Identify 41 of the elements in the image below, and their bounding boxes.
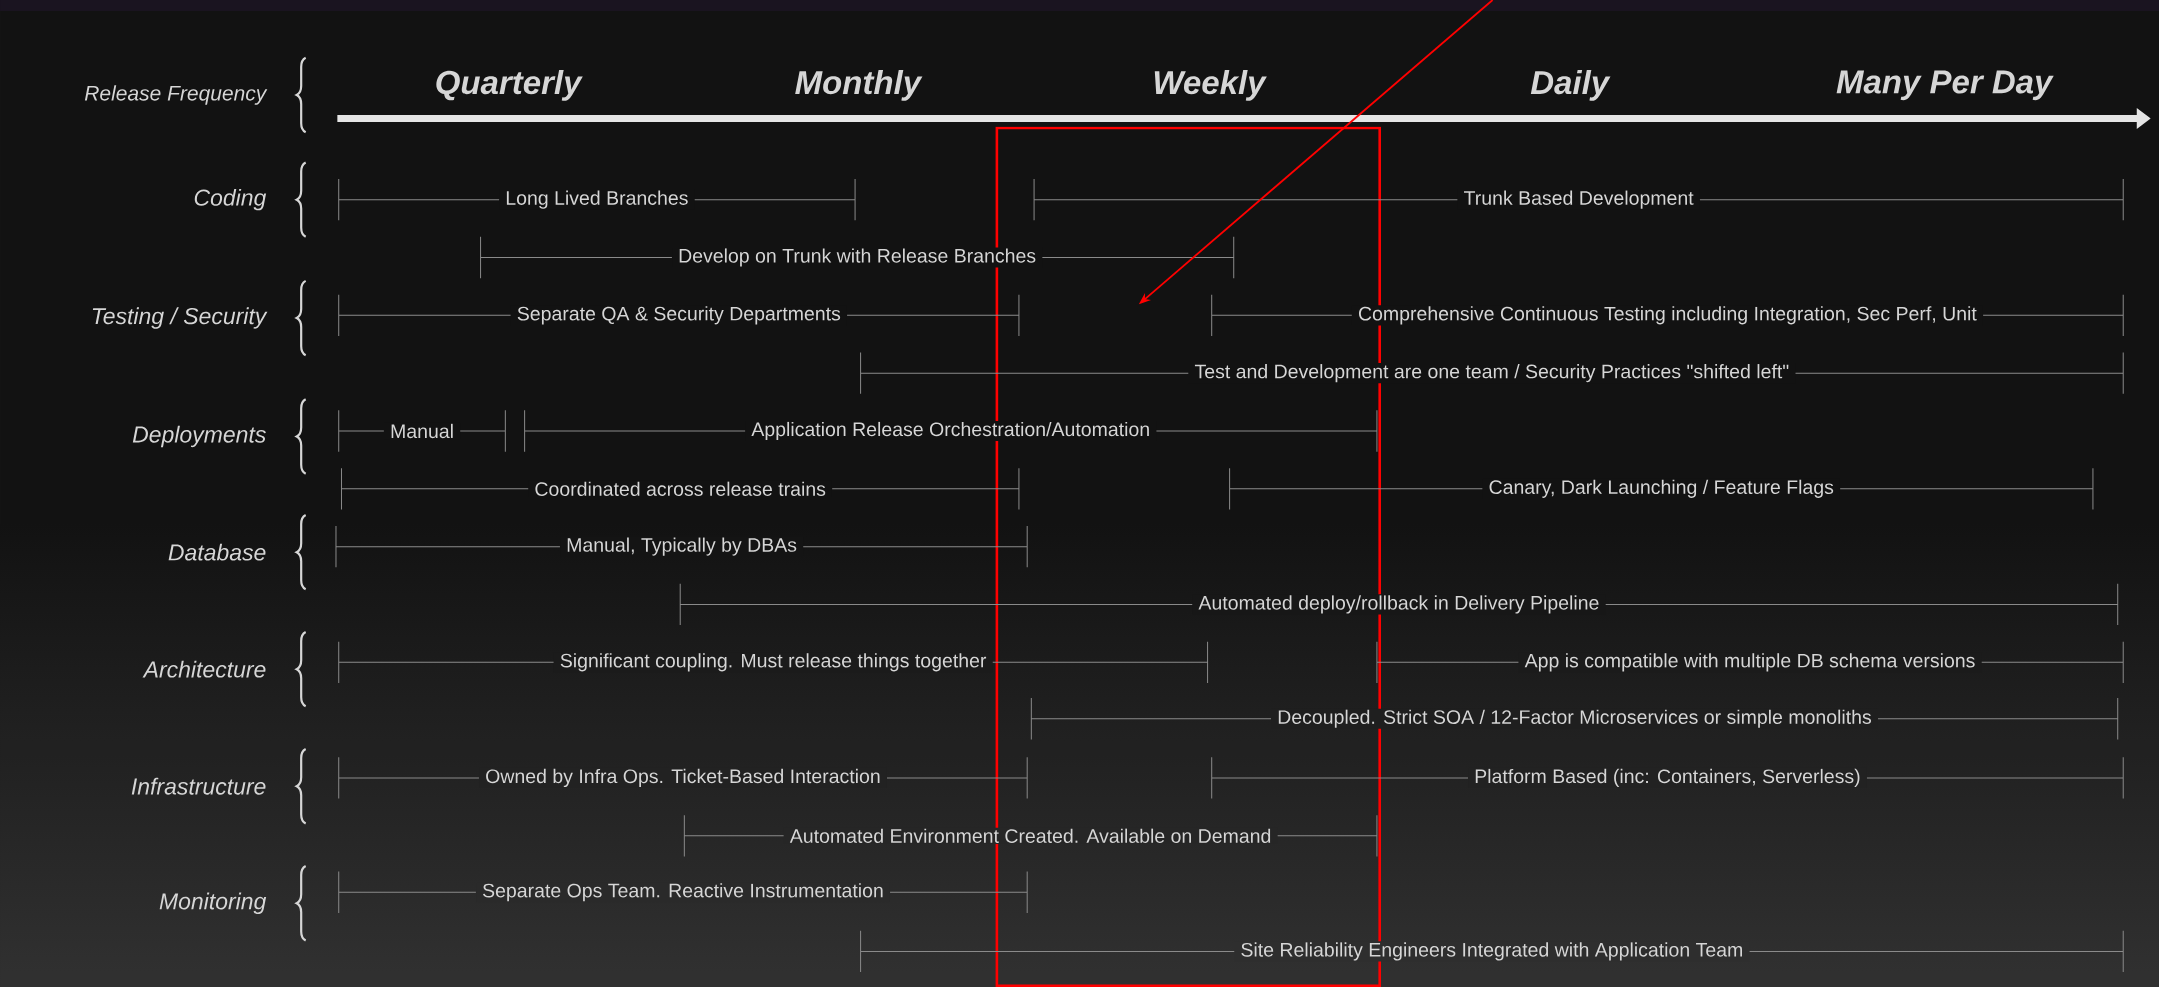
range-bar: Site Reliability Engineers Integrated with Application Team bbox=[860, 930, 2124, 973]
range-bar: Long Lived Branches bbox=[338, 178, 856, 221]
frequency-label: Weekly bbox=[1154, 69, 1267, 101]
node-label: Automated deploy/rollback in Delivery Pipeline bbox=[1198, 595, 1599, 614]
frequency-label: Many Per Day bbox=[1836, 70, 2054, 101]
range-bar: Manual bbox=[338, 409, 506, 452]
range-bar: Significant coupling. Must release things together bbox=[338, 641, 1209, 684]
range-bar: Owned by Infra Ops. Ticket-Based Interaction bbox=[338, 756, 1028, 799]
frequency-label: Daily bbox=[1530, 69, 1611, 101]
range-bar: Platform Based (inc: Containers, Serverless) bbox=[1211, 756, 2124, 799]
category-label: Deployments bbox=[132, 425, 266, 448]
range-bar: Canary, Dark Launching / Feature Flags bbox=[1229, 467, 2094, 510]
category-label: Release Frequency bbox=[84, 85, 268, 105]
range-bar: Automated deploy/rollback in Delivery Pipeline bbox=[679, 583, 2119, 626]
category-label: Database bbox=[168, 543, 266, 561]
range-bar: Comprehensive Continuous Testing including Integration, Sec Perf, Unit bbox=[1211, 294, 2124, 337]
category-label: Coding bbox=[194, 188, 267, 211]
category-label: Testing / Security bbox=[92, 307, 268, 329]
range-bar: Trunk Based Development bbox=[1033, 178, 2124, 221]
range-bar: App is compatible with multiple DB schema versions bbox=[1376, 641, 2124, 684]
frequency-label: Monthly bbox=[795, 69, 923, 101]
node-label: Test and Development are one team / Security Practices "shifted left" bbox=[1194, 363, 1789, 383]
node-label: Comprehensive Continuous Testing including Integration, Sec Perf, Unit bbox=[1358, 306, 1977, 325]
category-label: Monitoring bbox=[159, 892, 267, 914]
node-label: Application Release Orchestration/Automation bbox=[751, 421, 1149, 440]
frequency-label: Quarterly bbox=[436, 69, 583, 101]
category-label: Architecture bbox=[142, 660, 266, 678]
range-bar: Separate QA & Security Departments bbox=[338, 294, 1020, 337]
range-bar: Develop on Trunk with Release Branches bbox=[480, 236, 1235, 279]
range-bar: Separate Ops Team. Reactive Instrumentation bbox=[338, 871, 1028, 914]
node-label: Site Reliability Engineers Integrated with Application Team bbox=[1241, 942, 1742, 961]
range-bar: Test and Development are one team / Security Practices "shifted left" bbox=[860, 351, 2124, 395]
range-bar: Application Release Orchestration/Automation bbox=[524, 409, 1378, 452]
range-bar: Decoupled. Strict SOA / 12-Factor Microservices or simple monoliths bbox=[1030, 697, 2119, 740]
range-bar: Automated Environment Created. Available on Demand bbox=[683, 814, 1378, 857]
range-bar: Manual, Typically by DBAs bbox=[335, 525, 1028, 568]
node-label: Decoupled. Strict SOA / 12-Factor Microservices or simple monoliths bbox=[1278, 709, 1872, 728]
node-label: Automated Environment Created. Available on Demand bbox=[789, 828, 1271, 843]
range-bar: Coordinated across release trains bbox=[341, 467, 1020, 510]
category-label: Infrastructure bbox=[131, 777, 266, 795]
node-label: Develop on Trunk with Release Branches bbox=[679, 248, 1036, 267]
